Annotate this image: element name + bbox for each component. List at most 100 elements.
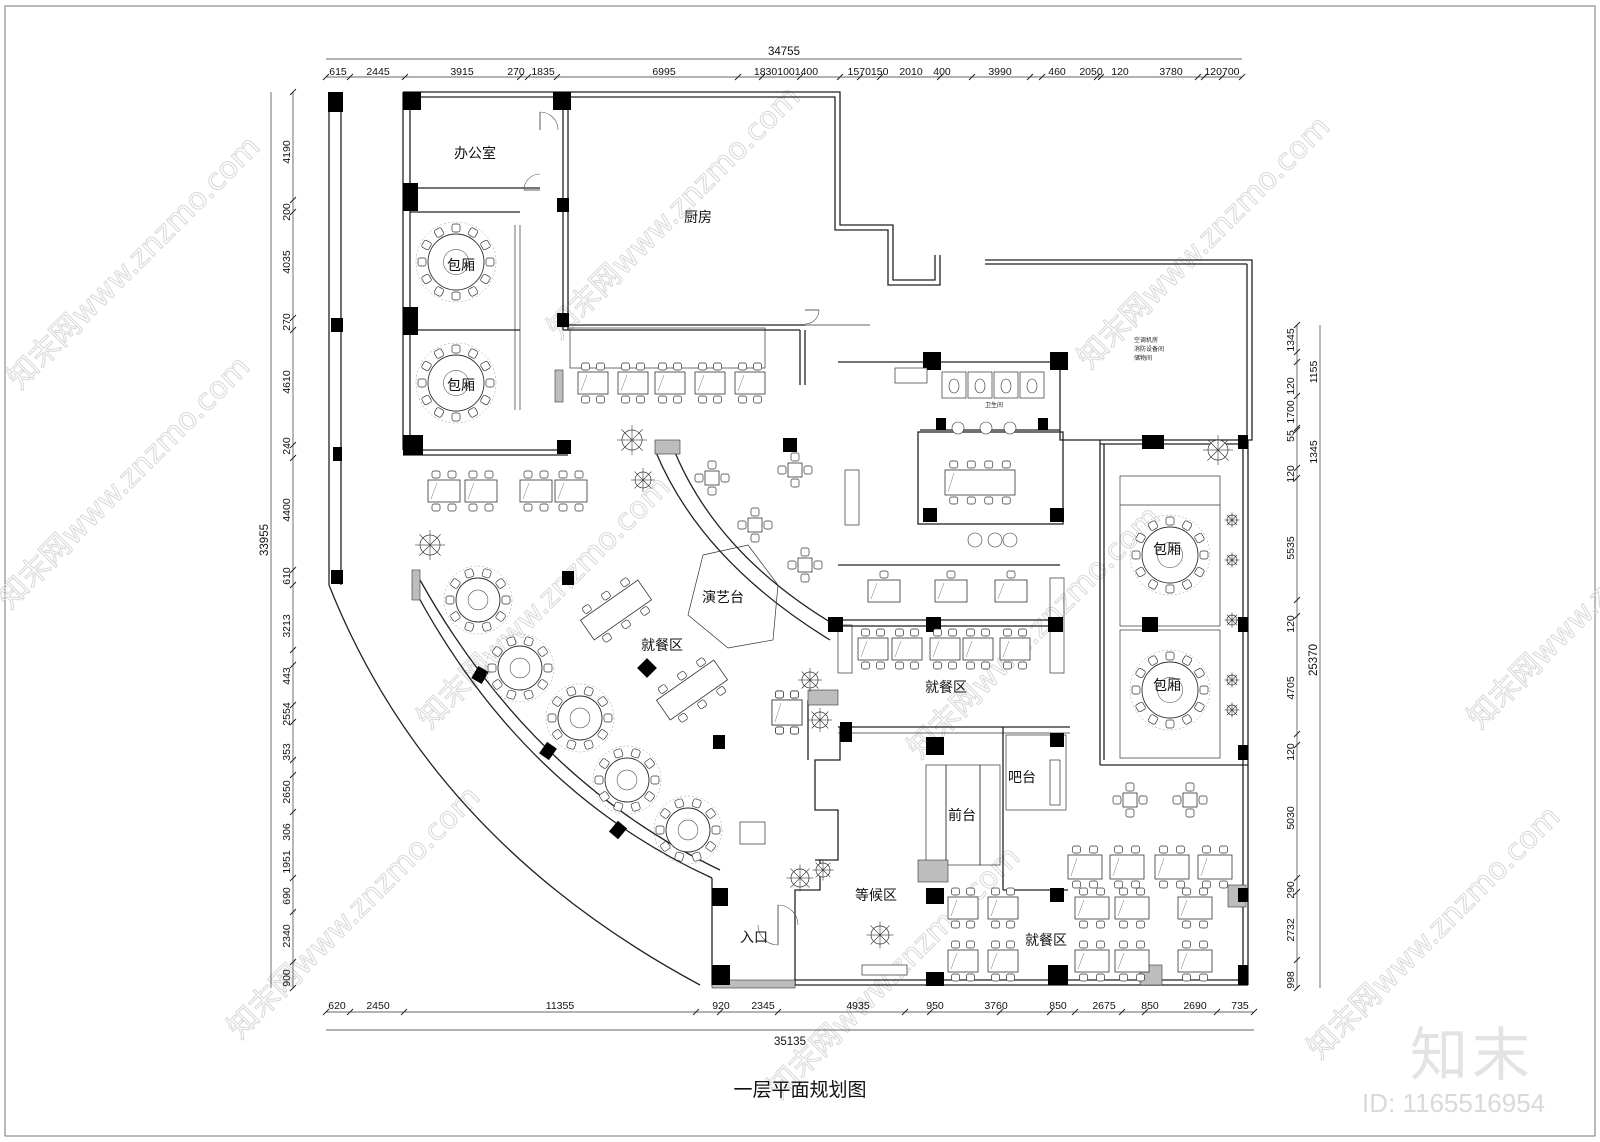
chair [720,473,730,483]
chair [738,395,747,404]
left-dimension: 240 [281,437,293,455]
dimension-tick [289,701,297,709]
chair [1018,628,1027,637]
plant-leaf [419,544,431,556]
dimension-tick [289,566,297,574]
dimension-tick [1097,73,1105,81]
potted-plant [812,859,834,881]
left-dimension: 306 [281,823,293,841]
table-top [655,659,729,721]
table-top [771,699,803,726]
chair [539,470,549,479]
table-top [994,579,1028,603]
table-mark [997,582,1005,600]
chair [1138,795,1148,805]
chair [421,239,432,251]
dining-table [771,690,803,735]
table-top [1182,792,1198,808]
plant-leaf [634,471,644,481]
table-mark [990,899,998,917]
chair [445,595,455,605]
chair [660,808,671,819]
plant-leaf [815,869,824,878]
door-swing [757,924,779,946]
right-dimension: 290 [1285,881,1297,899]
top-dimension: 1570150 [848,66,889,78]
dimension-tick [734,73,742,81]
table-top [947,949,979,973]
bench [861,964,908,976]
table-top [947,896,979,920]
chair [991,887,1000,896]
bottom-dimension: 11355 [546,1000,575,1012]
dimension-tick [1238,73,1246,81]
table-rug [1129,649,1211,731]
plant-leaf [822,862,831,871]
chair [1147,655,1159,666]
chair [599,791,610,802]
potted-plant [866,921,894,949]
chair [1089,845,1098,854]
chair [951,920,960,929]
potted-plant [1224,672,1240,688]
dining-table [947,887,979,929]
table-top [999,637,1031,661]
bottom-dimension: 850 [1141,1000,1159,1012]
dimension-tick [1293,612,1301,620]
chair [1147,520,1159,531]
top-dimension: 120700 [1204,66,1239,78]
chair [790,478,800,488]
dimension-tick [1071,1008,1079,1016]
table-top [665,807,711,853]
plant-leaf [819,711,829,721]
chair [658,684,668,694]
chair [1136,887,1145,896]
chair [1006,570,1016,579]
table-top [617,371,649,395]
dining-table [519,470,553,512]
table-mark [870,582,878,600]
chair [1125,782,1135,792]
dining-table [944,460,1016,505]
top-dimension: 2050 [1079,66,1103,78]
chair [1194,532,1205,544]
drawing-title: 一层平面规划图 [733,1079,867,1101]
plant-leaf [1226,514,1233,521]
chair [481,621,492,632]
plant-leaf [631,429,643,441]
dining-table [1177,940,1213,982]
dimension-tick [1293,424,1301,432]
chair [468,503,478,512]
chair [636,362,645,371]
dining-table [1114,940,1150,982]
table-top [987,896,1019,920]
wash-basin [1003,421,1017,435]
chair [1001,460,1011,469]
lazy-susan [1157,677,1183,703]
potted-plant [786,864,814,892]
chair [464,568,475,579]
chair [621,619,631,630]
table-top [1177,896,1213,920]
round-table [485,633,555,703]
plant-leaf [1226,614,1233,621]
chair [630,748,641,759]
right-dimension: 55 [1285,430,1297,442]
left-dimension: 4190 [281,140,293,164]
chair [1131,550,1141,560]
chair [485,378,495,388]
chair [467,407,479,418]
dining-table [857,628,889,670]
stool [987,532,1003,548]
chair [480,273,491,285]
plant-leaf [790,868,801,879]
chair [537,679,548,690]
chair [1194,566,1205,578]
plant-leaf [1217,449,1229,461]
chair [658,395,667,404]
dimension-tick [1218,73,1226,81]
dining-area-label: 就餐区 [641,638,683,654]
chair [777,465,787,475]
square-table [737,507,773,543]
toilet-stall [993,371,1019,399]
